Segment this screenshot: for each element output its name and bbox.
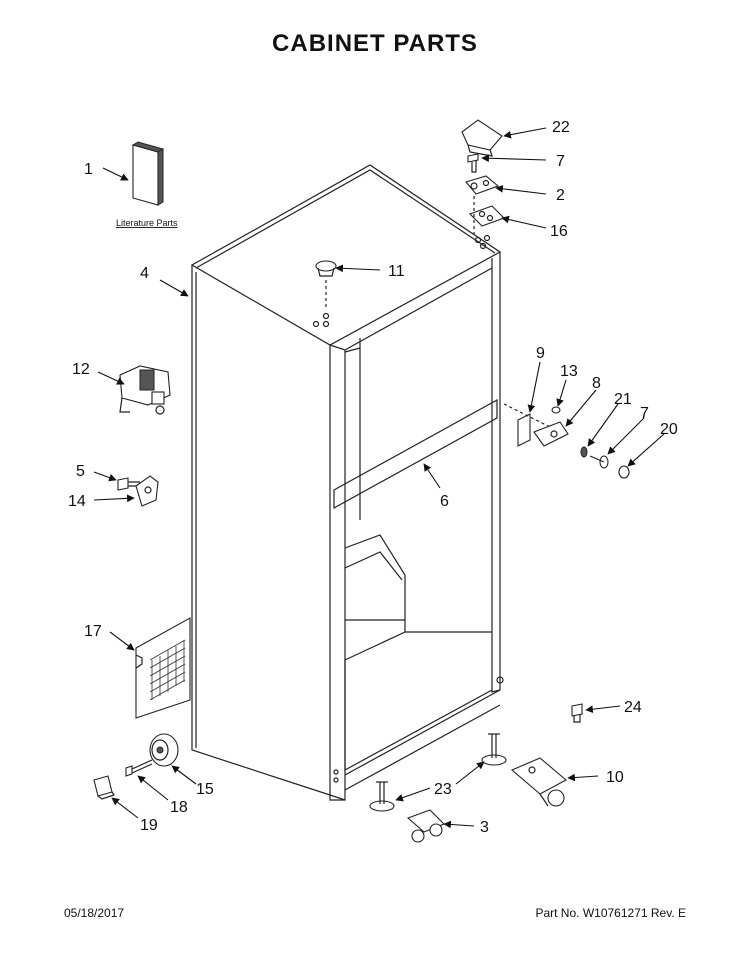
callout-13: 13	[560, 363, 578, 380]
rear-caster[interactable]	[406, 809, 445, 843]
wheel-screw[interactable]	[125, 759, 153, 777]
leveling-bolt[interactable]	[571, 703, 583, 723]
callout-18: 18	[170, 799, 188, 816]
hinge-pin-screw[interactable]	[589, 455, 609, 469]
hinge-pin-washer[interactable]	[580, 446, 588, 458]
roller-assembly[interactable]	[510, 757, 567, 807]
water-valve[interactable]	[119, 365, 171, 415]
callout-15: 15	[196, 781, 214, 798]
callout-11: 11	[388, 263, 405, 280]
callout-19: 19	[140, 817, 158, 834]
rear-access-cover[interactable]	[135, 617, 191, 719]
callout-10: 10	[606, 769, 624, 786]
crossbar[interactable]	[333, 398, 498, 510]
callout-17: 17	[84, 623, 102, 640]
footer-part-number: Part No. W10761271 Rev. E	[535, 906, 686, 920]
callout-20: 20	[660, 421, 678, 438]
leveling-leg-rear[interactable]	[481, 733, 507, 766]
callout-7-top: 7	[556, 153, 565, 170]
callout-5: 5	[76, 463, 85, 480]
callout-16: 16	[550, 223, 568, 240]
hinge-shim[interactable]	[469, 205, 505, 227]
top-plug[interactable]	[315, 260, 337, 308]
hinge-pin-cap[interactable]	[618, 465, 630, 479]
valve-bracket[interactable]	[135, 475, 159, 507]
callout-12: 12	[72, 361, 90, 378]
callout-21: 21	[614, 391, 632, 408]
literature-book[interactable]	[131, 141, 165, 206]
callout-8: 8	[592, 375, 601, 392]
callout-9: 9	[536, 345, 545, 362]
callout-6: 6	[440, 493, 449, 510]
callout-22: 22	[552, 119, 570, 136]
callout-3: 3	[480, 819, 489, 836]
cabinet[interactable]	[190, 164, 504, 801]
front-wheel[interactable]	[149, 733, 179, 767]
callout-14: 14	[68, 493, 86, 510]
valve-screw[interactable]	[117, 477, 140, 491]
callout-23: 23	[434, 781, 452, 798]
hinge-screw[interactable]	[467, 153, 479, 173]
callout-1: 1	[84, 161, 93, 178]
center-hinge-bracket[interactable]	[503, 403, 561, 447]
hinge-cover[interactable]	[461, 119, 503, 157]
callout-24: 24	[624, 699, 642, 716]
center-hinge[interactable]	[533, 421, 569, 447]
callout-4: 4	[140, 265, 149, 282]
literature-parts-label: Literature Parts	[116, 218, 178, 228]
page-title: CABINET PARTS	[272, 30, 478, 57]
top-hinge[interactable]	[465, 175, 500, 195]
callout-2: 2	[556, 187, 565, 204]
center-hinge-washer[interactable]	[551, 406, 561, 414]
leveling-leg-front[interactable]	[369, 781, 395, 812]
footer-date: 05/18/2017	[64, 906, 125, 920]
wheel-cap[interactable]	[93, 775, 115, 800]
callout-7-side: 7	[640, 405, 649, 422]
